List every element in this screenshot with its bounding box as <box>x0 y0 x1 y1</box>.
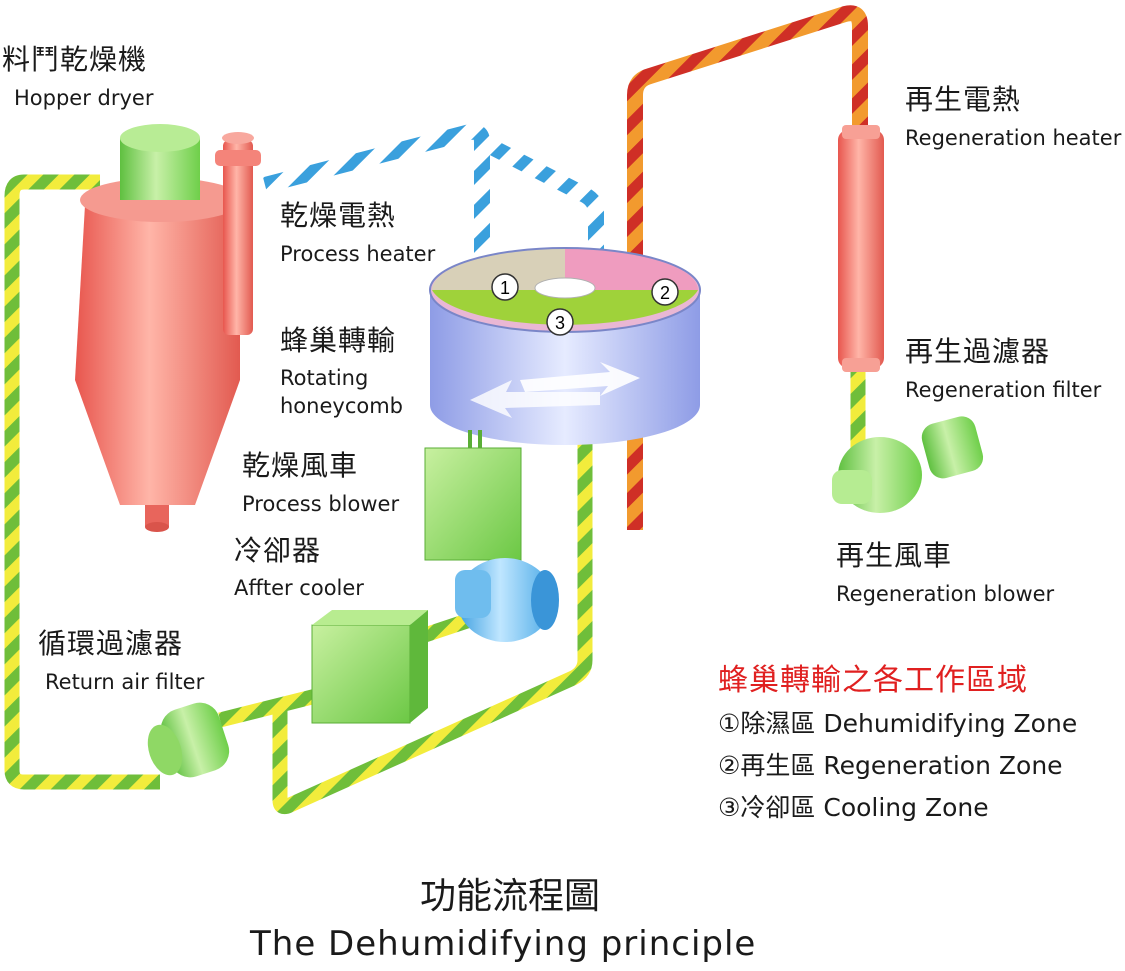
zone-marker-2: 2 <box>651 278 679 306</box>
return-air-filter-label-en: Return air filter <box>45 670 205 694</box>
process-heater-label-zh: 乾燥電熱 <box>280 199 397 232</box>
zone-marker-1: 1 <box>491 273 519 301</box>
svg-text:3: 3 <box>555 313 565 333</box>
rotating-honeycomb-label-en-1: Rotating <box>280 366 369 390</box>
regeneration-blower <box>832 416 984 513</box>
rotating-honeycomb-label-zh: 蜂巢轉輸 <box>280 324 397 357</box>
return-air-filter-label-zh: 循環過濾器 <box>38 627 184 660</box>
hopper-dryer-label-en: Hopper dryer <box>14 86 154 110</box>
regeneration-filter-label-en: Regeneration filter <box>905 378 1102 402</box>
regeneration-heater-label-en: Regeneration heater <box>905 126 1122 150</box>
diagram-title-en: The Dehumidifying principle <box>250 924 757 964</box>
process-blower <box>424 430 522 561</box>
process-blower-label-zh: 乾燥風車 <box>242 449 359 482</box>
zones-title: 蜂巢轉輸之各工作區域 <box>718 663 1028 698</box>
hopper-dryer <box>75 124 261 532</box>
regeneration-heater-label-zh: 再生電熱 <box>905 83 1022 116</box>
zone-item-dehumidifying: ①除濕區 Dehumidifying Zone <box>718 709 1078 738</box>
zone-marker-3: 3 <box>546 308 574 336</box>
filter-to-cooler-pipe <box>218 687 322 728</box>
process-heater-label-en: Process heater <box>280 242 436 266</box>
hopper-dryer-label-zh: 料鬥乾燥機 <box>2 43 148 76</box>
return-air-pipe <box>4 174 160 790</box>
regeneration-heater <box>838 125 884 372</box>
process-air-pipe-2 <box>478 134 604 280</box>
return-air-filter <box>147 702 230 778</box>
rotating-honeycomb-label-en-2: honeycomb <box>280 394 403 418</box>
cooler-box <box>311 610 428 724</box>
regeneration-blower-label-en: Regeneration blower <box>836 582 1055 606</box>
rotor-return-pipe <box>272 440 593 815</box>
after-cooler-label-zh: 冷卻器 <box>234 534 322 567</box>
after-cooler <box>455 558 559 642</box>
diagram-title-zh: 功能流程圖 <box>420 876 601 917</box>
zone-item-cooling: ③冷卻區 Cooling Zone <box>718 793 989 822</box>
process-air-pipe <box>262 123 490 280</box>
regeneration-filter-label-zh: 再生過濾器 <box>905 335 1051 368</box>
regeneration-air-pipe <box>627 5 868 530</box>
rotating-honeycomb-rotor <box>429 247 701 445</box>
after-cooler-label-en: Affter cooler <box>234 576 364 600</box>
svg-text:1: 1 <box>500 278 510 298</box>
regeneration-blower-label-zh: 再生風車 <box>836 539 953 572</box>
zone-item-regeneration: ②再生區 Regeneration Zone <box>718 751 1063 780</box>
svg-text:2: 2 <box>660 283 670 303</box>
process-blower-label-en: Process blower <box>242 492 400 516</box>
